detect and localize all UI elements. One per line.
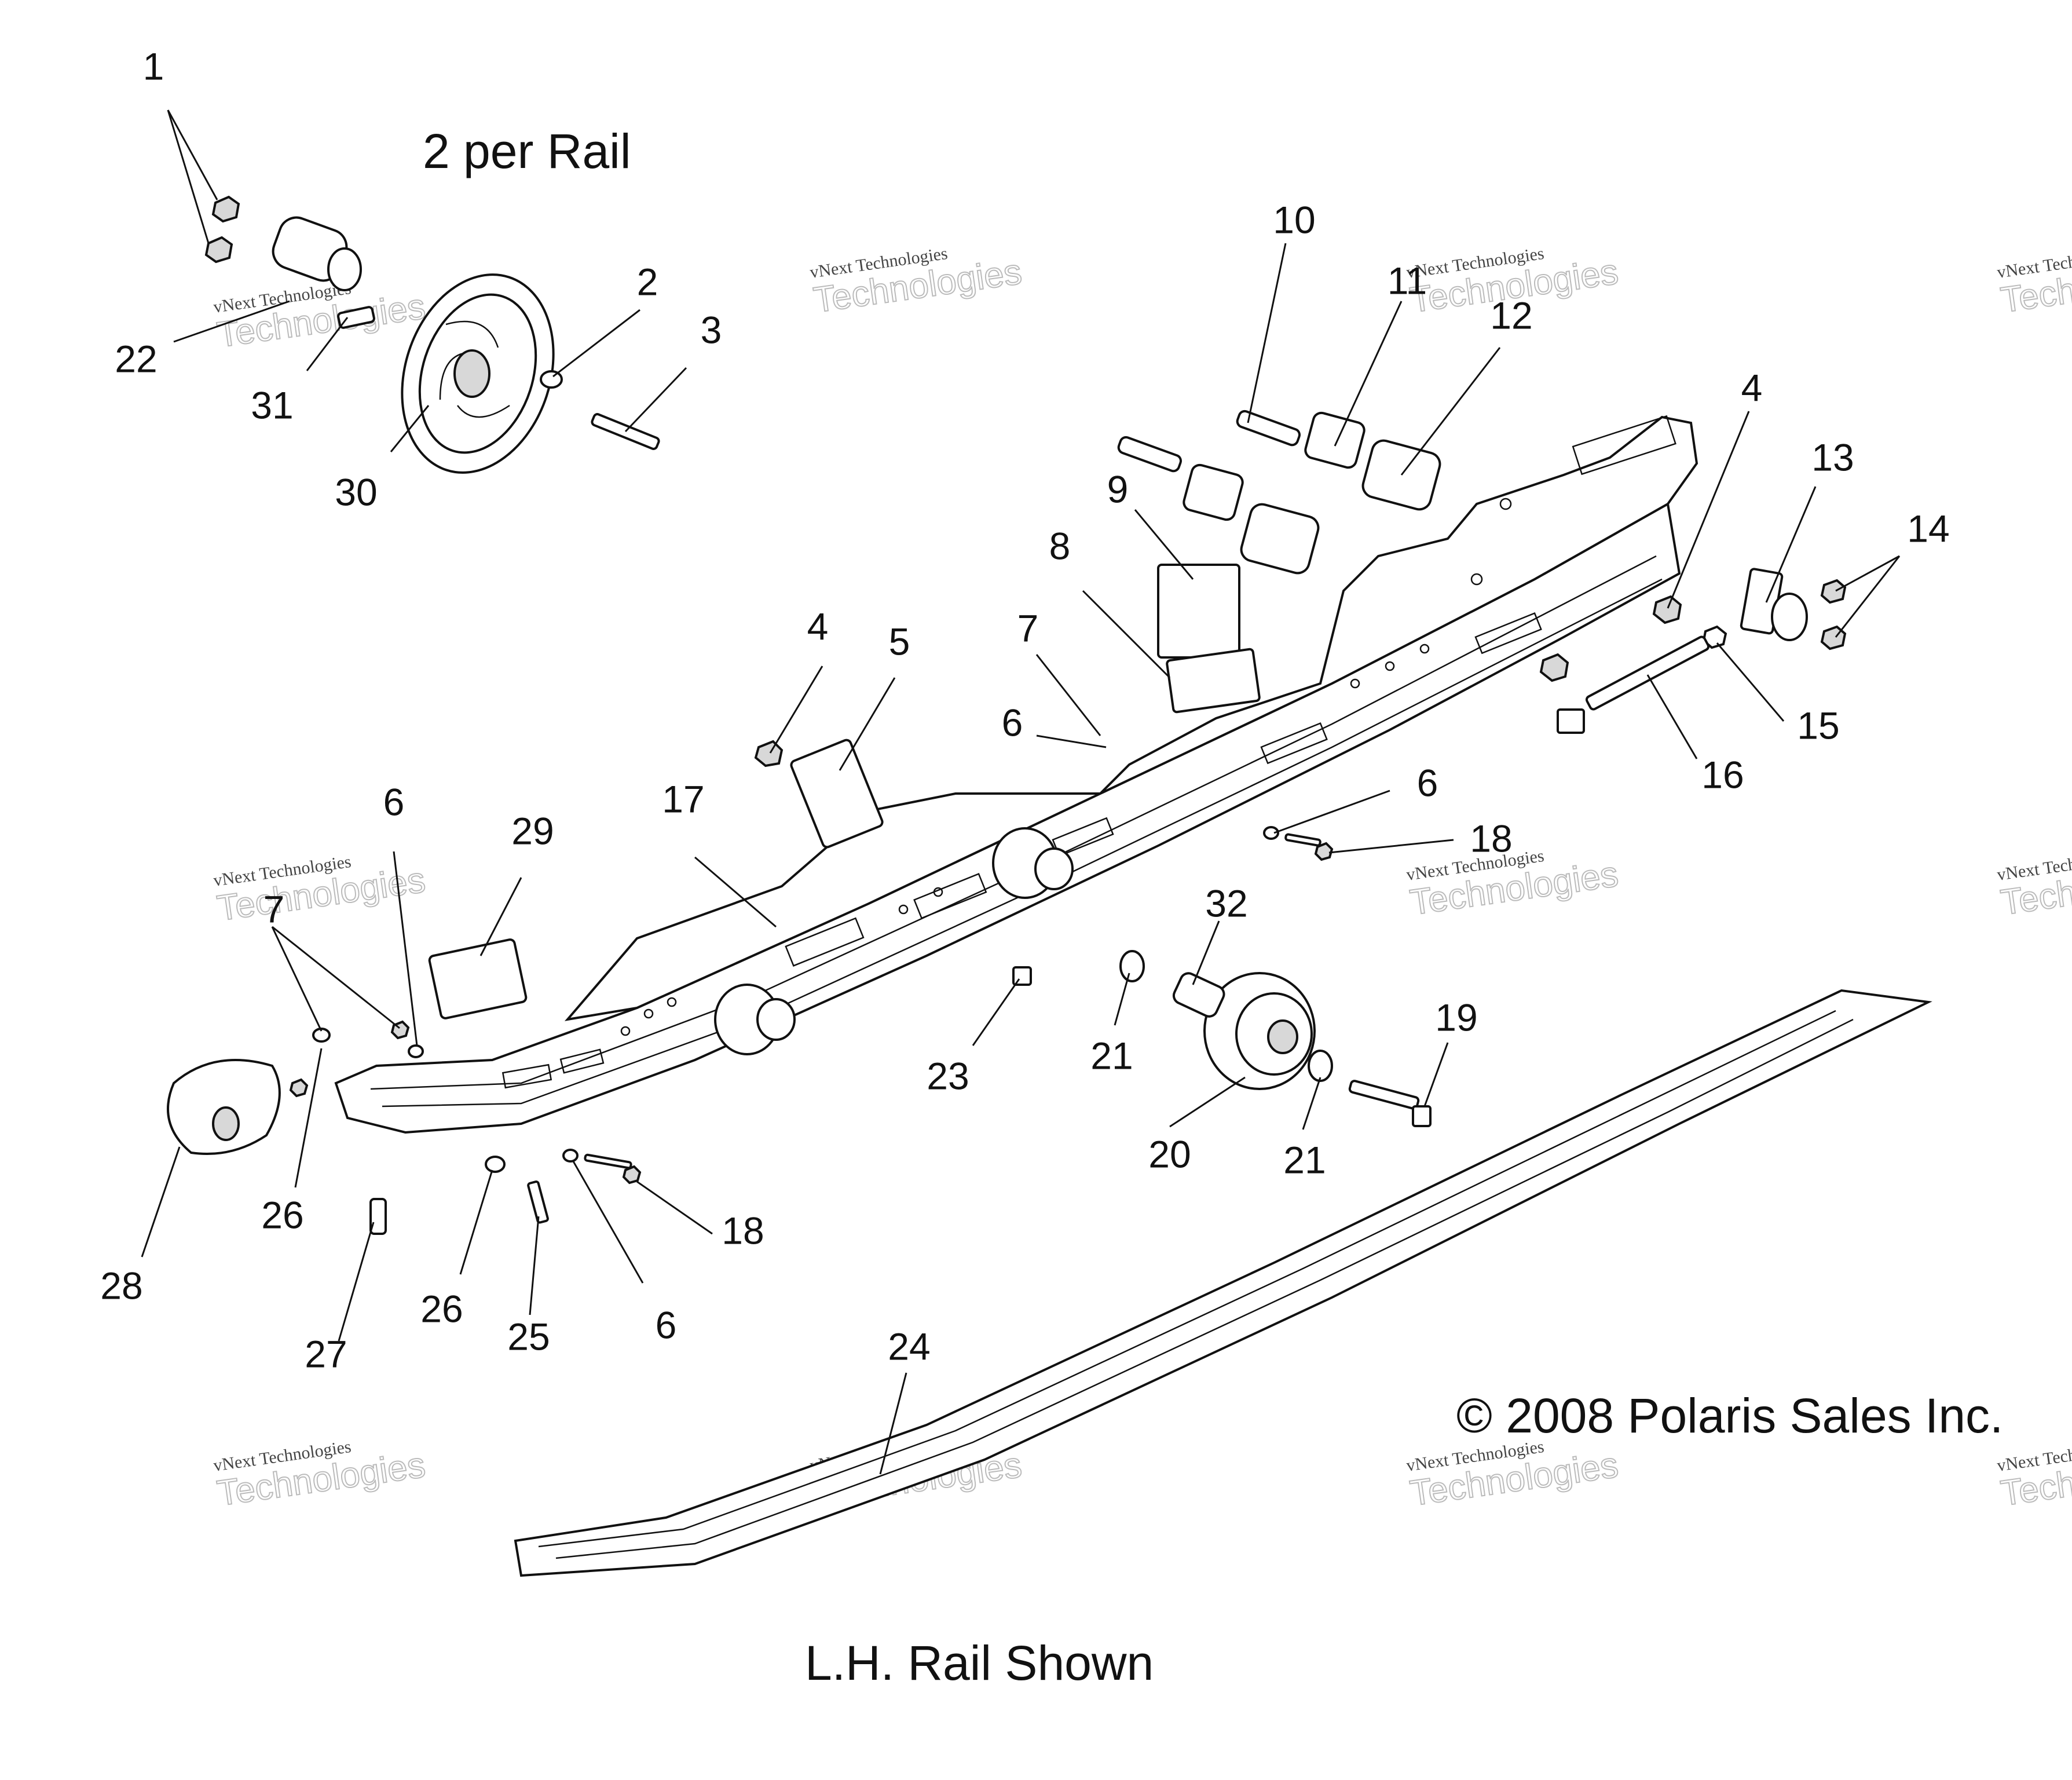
callout: 5 — [889, 620, 910, 663]
callout: 19 — [1435, 996, 1477, 1039]
callout: 17 — [662, 777, 704, 820]
callout: 30 — [335, 470, 377, 513]
callout: 26 — [261, 1193, 303, 1236]
callout: 21 — [1283, 1138, 1326, 1181]
watermark: vNext Technologies Technologies — [212, 279, 428, 356]
callout: 7 — [263, 887, 285, 930]
callout: 31 — [251, 383, 293, 426]
callout: 18 — [722, 1209, 764, 1252]
callout: 4 — [807, 605, 829, 648]
callout: 26 — [420, 1287, 463, 1330]
callout: 14 — [1907, 507, 1949, 550]
callouts: 1 2 3 22 31 30 10 11 12 4 13 14 9 8 7 6 … — [100, 45, 1949, 1375]
callout: 21 — [1090, 1034, 1133, 1077]
captions: 2 per Rail L.H. Rail Shown © 2008 Polari… — [423, 124, 2003, 1690]
watermark: vNext Technologies Technologies — [1405, 846, 1621, 923]
wear-strip — [514, 989, 1932, 1577]
callout: 8 — [1049, 524, 1071, 567]
callout: 4 — [1741, 366, 1763, 409]
callout: 6 — [383, 780, 405, 823]
callout: 24 — [888, 1325, 930, 1368]
caption-view: L.H. Rail Shown — [805, 1636, 1154, 1690]
callout: 12 — [1490, 294, 1532, 337]
callout: 28 — [100, 1264, 142, 1307]
callout: 32 — [1205, 882, 1247, 924]
watermark: vNext Technologies Technologies — [1996, 244, 2072, 321]
callout: 3 — [701, 308, 722, 351]
copyright-text: © 2008 Polaris Sales Inc. — [1456, 1388, 2003, 1443]
callout: 18 — [1470, 817, 1512, 860]
callout: 6 — [1002, 701, 1023, 744]
watermark: vNext Technologies Technologies — [212, 1437, 428, 1514]
watermark: vNext Technologies Technologies — [1996, 846, 2072, 923]
callout: 23 — [927, 1054, 969, 1097]
callout: 15 — [1797, 704, 1839, 747]
upper-hardware — [754, 410, 1682, 849]
caption-per-rail: 2 per Rail — [423, 124, 631, 178]
leader-lines — [141, 109, 1901, 1475]
lower-hardware — [167, 826, 1432, 1235]
watermark: vNext Technologies Technologies — [1996, 1437, 2072, 1514]
callout: 27 — [305, 1332, 347, 1375]
callout: 29 — [511, 809, 554, 852]
callout: 1 — [143, 45, 164, 87]
callout: 6 — [1417, 761, 1438, 804]
callout: 16 — [1701, 753, 1744, 796]
callout: 2 — [637, 260, 658, 303]
watermark: vNext Technologies Technologies — [212, 852, 428, 929]
callout: 11 — [1388, 259, 1427, 302]
callout: 9 — [1107, 467, 1129, 510]
callout: 7 — [1017, 606, 1039, 649]
callout: 10 — [1273, 198, 1315, 241]
callout: 20 — [1148, 1132, 1191, 1175]
watermark: vNext Technologies Technologies — [808, 244, 1024, 321]
callout: 22 — [115, 337, 157, 380]
callout: 13 — [1811, 436, 1854, 478]
callout: 6 — [656, 1303, 677, 1346]
rear-hardware — [1557, 568, 1847, 734]
callout: 25 — [507, 1315, 550, 1358]
slide-rail — [334, 415, 1698, 1134]
